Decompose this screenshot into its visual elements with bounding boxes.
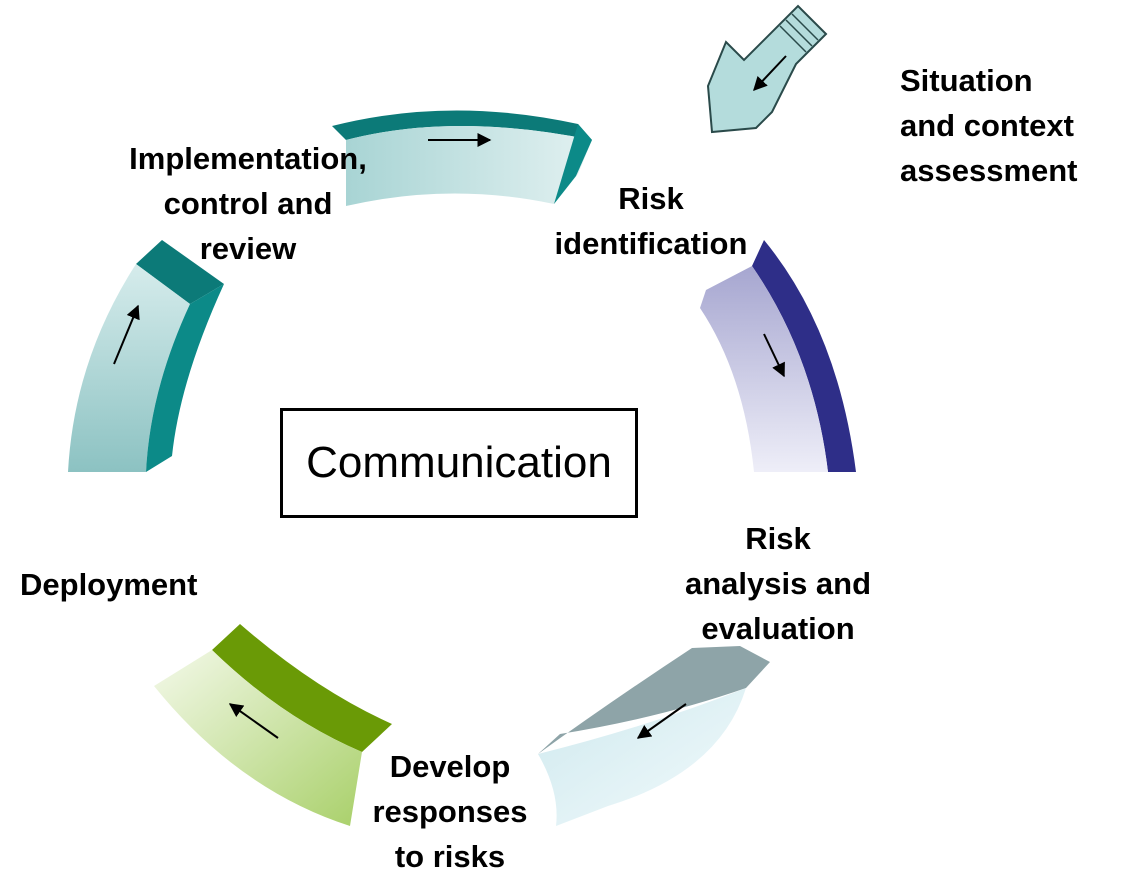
segment-deployment-to-implementation: [68, 240, 224, 472]
segment-green-side: [212, 624, 392, 752]
label-deployment: Deployment: [20, 562, 197, 607]
segment-top-face: [346, 126, 592, 206]
pencil-arrow-icon: [706, 4, 828, 134]
segment-left-side: [146, 284, 224, 472]
segment-left-top: [136, 240, 224, 304]
label-line: to risks: [394, 839, 506, 874]
segment-lowright-face: [538, 688, 746, 826]
arrow-lowright-icon: [636, 703, 687, 739]
pencil-inner-arrow: [753, 55, 787, 92]
label-implementation: Implementation, control and review: [100, 136, 396, 271]
label-line: responses: [372, 794, 528, 829]
label-line: control and: [163, 186, 333, 221]
label-line: Develop: [389, 749, 511, 784]
segment-green-face: [154, 650, 362, 826]
arrow-right-icon: [763, 333, 785, 378]
label-line: analysis and: [684, 566, 872, 601]
segment-responses-to-deployment: [154, 624, 392, 826]
segment-implementation-to-identification: [332, 110, 592, 206]
segment-right-side: [752, 240, 856, 472]
segment-left-face: [68, 264, 190, 472]
label-situation-context: Situation and context assessment: [900, 58, 1078, 193]
label-line: Implementation,: [129, 141, 367, 176]
label-risk-analysis: Risk analysis and evaluation: [660, 516, 896, 651]
segment-identification-to-analysis: [700, 240, 856, 472]
segment-right-face: [700, 266, 828, 472]
pencil-body: [706, 4, 828, 134]
label-line: evaluation: [701, 611, 855, 646]
label-line: assessment: [900, 153, 1078, 188]
segment-lowright-top: [538, 646, 770, 754]
segment-top-side: [332, 110, 592, 140]
arrow-left-icon: [113, 304, 140, 365]
pencil-stripe-1: [791, 13, 819, 41]
label-line: identification: [554, 226, 748, 261]
segment-top-end: [554, 124, 592, 204]
label-line: Risk: [618, 181, 684, 216]
pencil-stripe-3: [779, 25, 807, 53]
pencil-stripe-2: [785, 19, 813, 47]
label-develop-responses: Develop responses to risks: [350, 744, 550, 879]
label-risk-identification: Risk identification: [536, 176, 766, 266]
communication-label: Communication: [306, 438, 612, 487]
label-line: and context: [900, 108, 1074, 143]
label-line: Risk: [745, 521, 811, 556]
label-line: Deployment: [20, 567, 198, 602]
segment-analysis-to-responses: [538, 646, 770, 826]
label-line: review: [199, 231, 297, 266]
label-line: Situation: [900, 63, 1033, 98]
arrow-green-icon: [228, 703, 279, 739]
communication-box: Communication: [280, 408, 638, 518]
